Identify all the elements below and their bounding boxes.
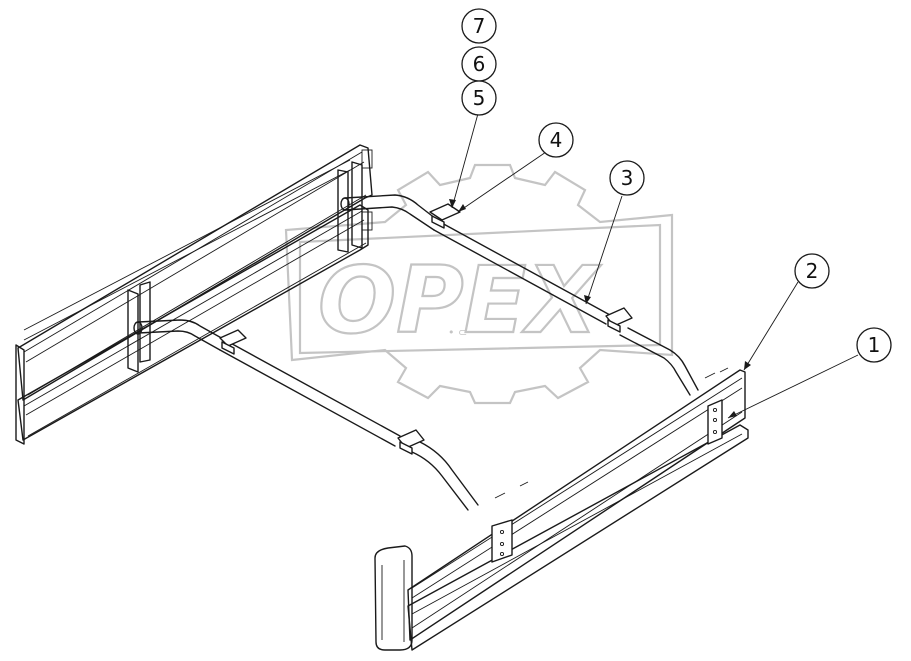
callout-4: 4: [538, 122, 574, 158]
gear-icon: [284, 163, 674, 405]
callout-2: 2: [794, 253, 830, 289]
callout-3: 3: [609, 160, 645, 196]
left-side-panel: [15, 144, 373, 445]
watermark-text: OPEX: [318, 247, 601, 354]
leader-lines: [449, 109, 859, 419]
svg-text:5: 5: [473, 86, 486, 110]
watermark-mark: • ⊂: [448, 326, 467, 339]
callout-7: 7: [461, 8, 497, 44]
callout-6: 6: [461, 46, 497, 82]
svg-text:6: 6: [473, 52, 486, 76]
mount-brackets: [219, 203, 633, 455]
bracket-3: [605, 307, 633, 333]
callout-1: 1: [856, 327, 892, 363]
bracket-center: [397, 429, 425, 455]
front-beam: [374, 367, 749, 651]
watermark: OPEX • ⊂: [284, 163, 674, 405]
svg-text:1: 1: [868, 333, 881, 357]
svg-text:4: 4: [550, 128, 563, 152]
tube-frame: [133, 194, 699, 511]
callouts: 7 6 5 4 3 2 1: [461, 8, 892, 363]
bracket-left: [219, 329, 247, 355]
svg-text:2: 2: [806, 259, 819, 283]
bracket-4: [429, 203, 461, 229]
svg-text:7: 7: [473, 14, 486, 38]
svg-text:3: 3: [621, 166, 634, 190]
callout-5: 5: [461, 80, 497, 116]
